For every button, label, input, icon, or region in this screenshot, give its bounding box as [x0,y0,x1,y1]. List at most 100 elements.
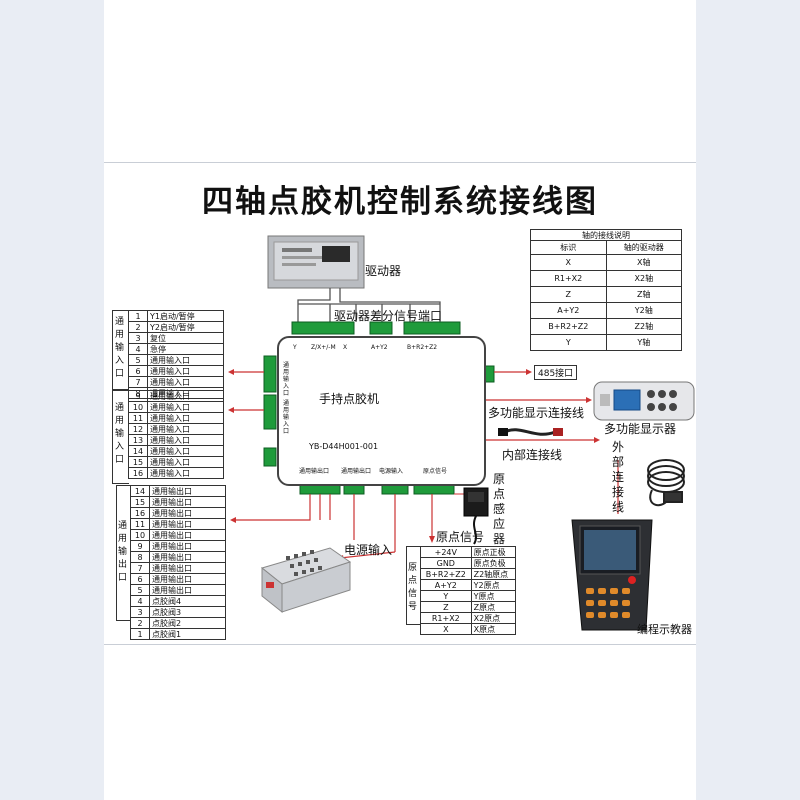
table-cell: 通用输入口 [147,401,224,413]
top-rule [104,162,696,163]
table-cell: 1 [128,310,148,322]
table-cell: 通用输入口 [147,456,224,468]
table-cell: 11 [128,412,148,424]
board-input-label-1: 通用输入口 [283,362,290,397]
axis-table-title: 轴的接线说明 [530,229,682,241]
teach-pendant-icon [571,519,653,631]
table-cell: 点胶阀4 [149,595,226,607]
display-label: 多功能显示器 [604,422,677,436]
board-origin-label: 原点信号 [423,468,448,475]
table-cell: 通用输出口 [149,562,226,574]
table-cell: Z原点 [470,601,517,613]
table-cell: 8 [130,551,150,563]
external-cable-label: 外部连接线 [612,440,625,514]
table-cell: +24V [420,546,472,558]
diagram-title: 四轴点胶机控制系统接线图 [202,184,598,220]
table-cell: 急停 [147,343,224,355]
table-cell: 10 [128,401,148,413]
board-name: 手持点胶机 [319,392,380,406]
table-cell: 通用输入口 [147,354,224,366]
axis-table-cell: Y2轴 [605,302,683,319]
board-input-label-2: 通用输入口 [283,400,290,435]
table-cell: 10 [130,529,150,541]
table-cell: 通用输出口 [149,507,226,519]
table-cell: 通用输入口 [147,434,224,446]
origin-side-box [406,546,421,625]
table-cell: 7 [130,562,150,574]
table-cell: 9 [130,540,150,552]
axis-table-cell: X [530,254,607,271]
table-cell: Y2启动/暂停 [147,321,224,333]
table-cell: 5 [128,354,148,366]
board-port-zx: Z/X+/-M [311,344,336,351]
board-out-label: 通用输出口 [299,468,330,475]
power-input-label: 电源输入 [344,543,393,557]
output-side-label: 通用输出口 [117,521,127,583]
table-cell: 点胶阀2 [149,617,226,629]
table-cell: Y1启动/暂停 [147,310,224,322]
table-cell: 9 [128,390,148,402]
table-cell: Y2原点 [470,579,517,591]
table-cell: X2原点 [470,612,517,624]
table-cell: 2 [130,617,150,629]
table-cell: 13 [128,434,148,446]
table-cell: 16 [128,467,148,479]
table-cell: 通用输出口 [149,529,226,541]
board-port-y: Y [293,344,297,351]
table-cell: 6 [128,365,148,377]
table-cell: 1 [130,628,150,640]
axis-table-cell: X轴 [605,254,683,271]
axis-table-header: 轴的驱动器 [605,240,683,255]
table-cell: 6 [130,573,150,585]
port-485-label: 485接口 [534,365,578,380]
table-cell: 4 [128,343,148,355]
table-cell: 原点正极 [470,546,517,558]
pendant-label: 编程示教器 [637,623,692,636]
table-cell: 通用输入口 [147,390,224,402]
table-cell: 通用输出口 [149,551,226,563]
table-cell: Z2轴原点 [470,568,517,580]
table-cell: 4 [130,595,150,607]
table-cell: 原点负极 [470,557,517,569]
board-out-label-2: 通用输出口 [341,468,372,475]
table-cell: 通用输入口 [147,423,224,435]
table-cell: 通用输入口 [147,376,224,388]
table-cell: 通用输入口 [147,467,224,479]
table-cell: B+R2+Z2 [420,568,472,580]
table-cell: 通用输出口 [149,485,226,497]
bottom-rule [104,644,696,645]
output-side-box [116,485,131,621]
axis-table-cell: B+R2+Z2 [530,318,607,335]
origin-signal-label: 原点信号 [436,530,485,544]
driver-label: 驱动器 [365,264,402,278]
board-port-ay2: A+Y2 [371,344,388,351]
table-cell: 复位 [147,332,224,344]
table-cell: 通用输入口 [147,445,224,457]
table-cell: Z [420,601,472,613]
table-cell: R1+X2 [420,612,472,624]
axis-table-cell: Z2轴 [605,318,683,335]
table-cell: 16 [130,507,150,519]
axis-table-cell: R1+X2 [530,270,607,287]
table-cell: 3 [130,606,150,618]
board-power-label: 电源输入 [379,468,404,475]
table-cell: 14 [130,485,150,497]
table-cell: 点胶阀1 [149,628,226,640]
driver-port-label: 驱动器差分信号端口 [334,309,443,323]
origin-sensor-icon [463,487,489,545]
table-cell: 2 [128,321,148,333]
table-cell: 15 [128,456,148,468]
table-cell: 通用输出口 [149,573,226,585]
display-device-icon [593,381,695,421]
table-cell: 点胶阀3 [149,606,226,618]
table-cell: X [420,623,472,635]
table-cell: 通用输出口 [149,540,226,552]
table-cell: 通用输入口 [147,365,224,377]
table-cell: 12 [128,423,148,435]
board-port-br2z2: B+R2+Z2 [407,344,438,351]
input-side-label-2: 通用输入口 [114,403,124,465]
internal-cable-icon [498,428,563,436]
table-cell: 7 [128,376,148,388]
